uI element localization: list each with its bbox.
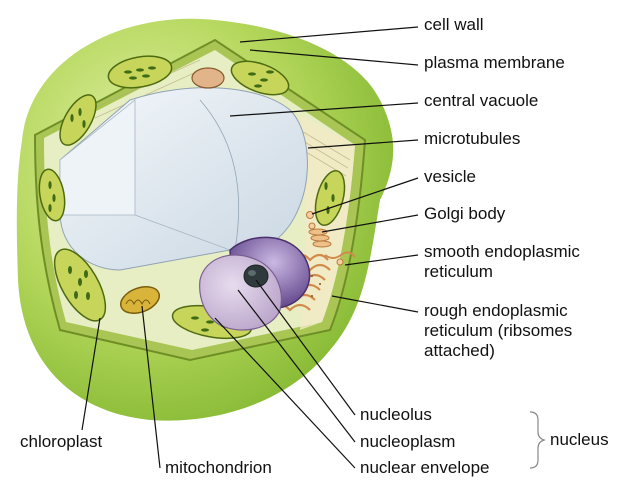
label-mitochondrion: mitochondrion: [165, 458, 272, 478]
peroxisome: [192, 68, 224, 88]
nucleus-brace: [530, 412, 544, 468]
label-central-vacuole: central vacuole: [424, 91, 538, 111]
label-smooth-er: smooth endoplasmic reticulum: [424, 242, 580, 282]
nucleolus-highlight: [248, 270, 256, 276]
label-cell-wall: cell wall: [424, 15, 484, 35]
label-plasma-membrane: plasma membrane: [424, 53, 565, 73]
label-golgi-body: Golgi body: [424, 204, 505, 224]
label-rough-er: rough endoplasmic reticulum (ribsomes at…: [424, 301, 572, 361]
label-nuclear-envelope: nuclear envelope: [360, 458, 489, 478]
label-vesicle: vesicle: [424, 167, 476, 187]
nucleolus-shape: [244, 265, 268, 287]
label-nucleus: nucleus: [550, 430, 609, 450]
label-nucleolus: nucleolus: [360, 405, 432, 425]
label-chloroplast: chloroplast: [20, 432, 102, 452]
label-microtubules: microtubules: [424, 129, 520, 149]
label-nucleoplasm: nucleoplasm: [360, 432, 455, 452]
